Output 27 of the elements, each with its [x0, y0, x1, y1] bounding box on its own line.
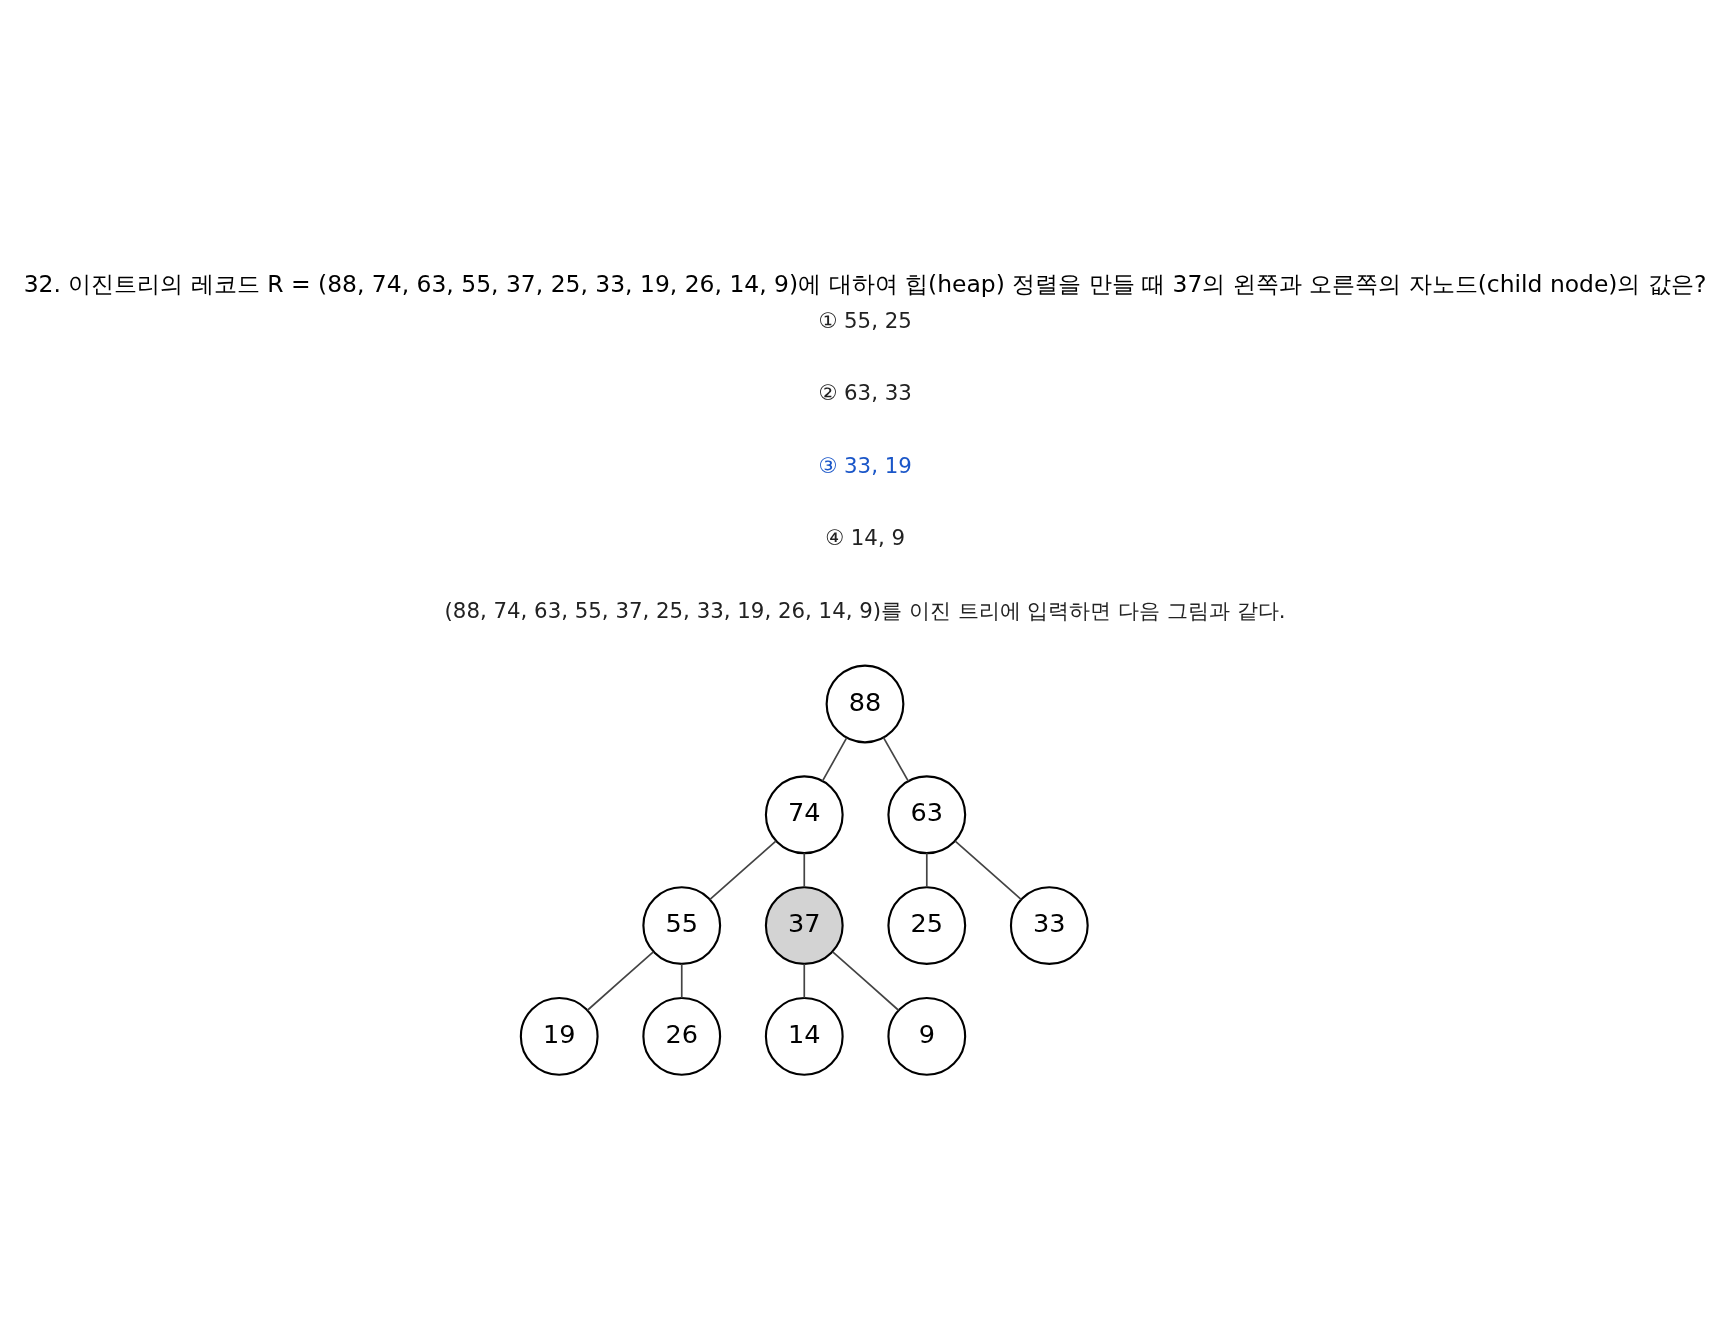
- connector: [709, 840, 777, 901]
- connector: [821, 737, 848, 782]
- connector: [882, 736, 910, 782]
- node-circle: 14: [764, 996, 844, 1076]
- node-circle: 33: [1009, 886, 1089, 965]
- node-circle: 26: [642, 996, 722, 1076]
- node-circle: 19: [519, 996, 599, 1076]
- node-circle: 63: [887, 775, 967, 855]
- connector: [803, 852, 806, 888]
- label: (88, 74, 63, 55, 37, 25, 33, 19, 26, 14, 9)를 이진 트리에 입력하면 다음 그림과 같다.: [444, 597, 1286, 623]
- connector: [954, 840, 1022, 901]
- connector: [803, 963, 806, 999]
- node-circle: 37: [764, 886, 844, 965]
- diagram-title: 32. 이진트리의 레코드 R = (88, 74, 63, 55, 37, 25, 33, 19, 26, 14, 9)에 대하여 힙(heap) 정렬을 만들 때 37의 왼쪽과 오른쪽의 자노드(child node)의 값은?: [23, 270, 1707, 299]
- connector: [925, 852, 928, 888]
- connector: [586, 951, 655, 1012]
- label: ③ 33, 19: [818, 452, 912, 478]
- node-circle: 74: [764, 775, 844, 855]
- connector: [831, 951, 900, 1012]
- node-circle: 25: [887, 886, 967, 965]
- node-circle: 88: [825, 664, 905, 744]
- label: ① 55, 25: [818, 307, 912, 333]
- connector: [680, 963, 683, 999]
- node-circle: 55: [642, 886, 722, 965]
- label: ② 63, 33: [818, 380, 912, 406]
- node-circle: 9: [887, 996, 967, 1076]
- label: ④ 14, 9: [824, 525, 906, 551]
